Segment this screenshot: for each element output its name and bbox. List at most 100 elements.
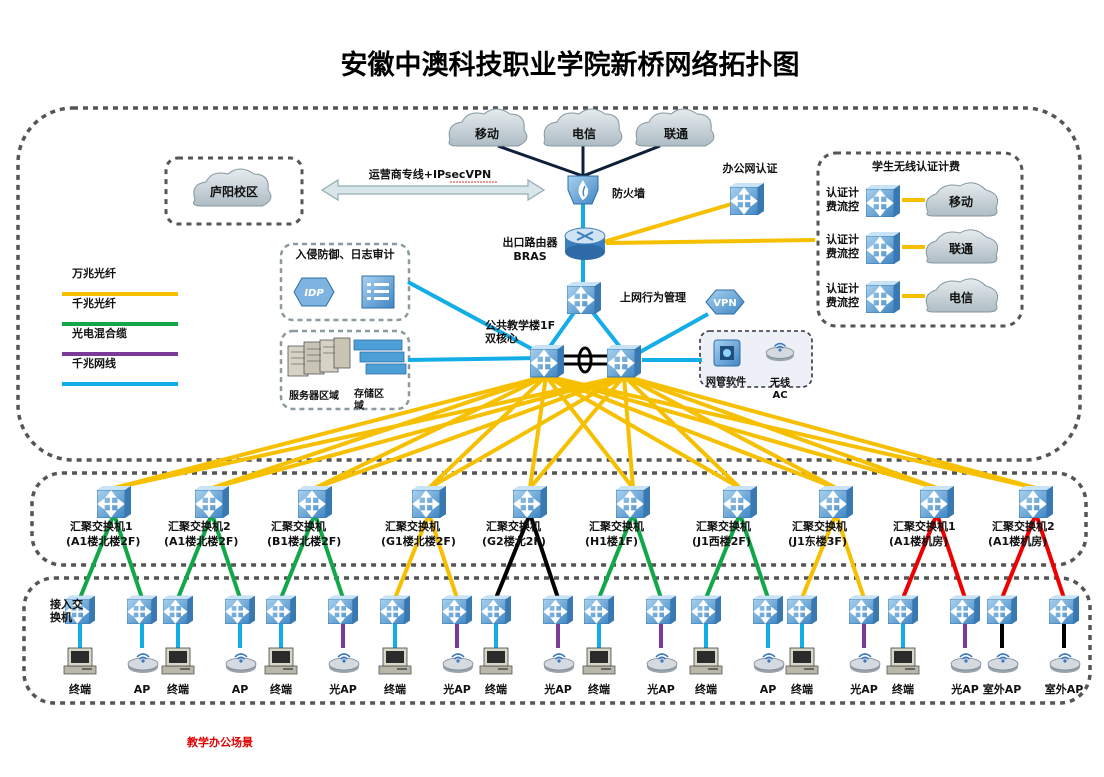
diagram-title: 安徽中澳科技职业学院新桥网络拓扑图 xyxy=(341,49,800,81)
links-layer xyxy=(78,144,1066,648)
billing-cloud: 电信 xyxy=(925,278,999,313)
idp-device: IDP xyxy=(293,277,335,307)
aggregation-label-line1: 汇聚交换机 xyxy=(385,519,440,533)
aggregation-label-line2: (J1东楼3F) xyxy=(788,534,847,548)
terminal-pc-icon xyxy=(63,647,97,675)
link-agg-access xyxy=(834,513,866,599)
endpoint-label: AP xyxy=(134,683,151,696)
endpoint-label: 光AP xyxy=(950,682,979,696)
access-switch xyxy=(646,594,676,624)
cloud-mobile-label: 移动 xyxy=(475,126,499,141)
link-agg-access xyxy=(112,513,144,599)
stack-cable-ring xyxy=(577,346,593,374)
storage-label-1: 存储区 xyxy=(354,387,384,400)
behavior-mgmt-label: 上网行为管理 xyxy=(620,290,686,304)
endpoint-label: 光AP xyxy=(442,682,471,696)
link-mobile-firewall xyxy=(497,144,584,178)
link-agg-access xyxy=(494,513,532,599)
aggregation-label-line1: 汇聚交换机 xyxy=(589,519,644,533)
legend-label: 光电混合缆 xyxy=(71,326,127,340)
aggregation-label-line2: (A1楼北楼2F) xyxy=(164,534,238,548)
server-area-label: 服务器区域 xyxy=(289,389,339,402)
aggregation-label-line2: (J1西楼2F) xyxy=(692,534,751,548)
link-core2-agg xyxy=(623,374,1037,490)
billing-rows: 认证计费流控移动认证计费流控联通认证计费流控电信 xyxy=(826,182,999,313)
legend-label: 千兆网线 xyxy=(72,356,116,370)
endpoint-label: 光AP xyxy=(328,682,357,696)
core-switch-label-2: 双核心 xyxy=(485,331,518,345)
link-agg-access xyxy=(738,513,770,599)
legend-label: 千兆光纤 xyxy=(72,296,116,310)
endpoint-label: 光AP xyxy=(543,682,572,696)
access-switch xyxy=(266,594,296,624)
endpoint-label: 室外AP xyxy=(983,682,1022,696)
billing-label-line2: 费流控 xyxy=(826,295,859,309)
access-switch xyxy=(163,594,193,624)
access-point-icon xyxy=(225,653,257,674)
aggregation-label-line1: 汇聚交换机 xyxy=(271,519,326,533)
access-switch xyxy=(950,594,980,624)
terminal-pc-icon xyxy=(886,647,920,675)
aggregation-label-line2: (A1楼机房) xyxy=(988,534,1047,548)
firewall-device xyxy=(567,175,599,205)
bras-label: BRAS xyxy=(513,250,546,263)
link-core2-agg xyxy=(314,374,625,490)
link-core2-agg xyxy=(211,374,625,490)
storage-label-2: 域 xyxy=(354,399,364,412)
link-core1-agg xyxy=(545,374,1037,490)
link-core1-agg xyxy=(528,375,548,489)
endpoint-label: 终端 xyxy=(791,682,813,696)
aggregation-switch xyxy=(513,484,547,518)
link-core1-agg xyxy=(314,374,547,490)
access-point-icon xyxy=(543,653,575,674)
access-switch xyxy=(481,594,511,624)
billing-label-line2: 费流控 xyxy=(826,246,859,260)
aggregation-label-line2: (A1楼北楼2F) xyxy=(66,534,140,548)
behavior-mgmt-switch xyxy=(567,280,601,314)
access-point-icon xyxy=(328,653,360,674)
cloud-unicom-label: 联通 xyxy=(664,126,688,141)
billing-label-line2: 费流控 xyxy=(826,199,859,213)
generated-links xyxy=(78,374,1066,648)
endpoint-label: 终端 xyxy=(69,682,91,696)
carrier-link-arrow xyxy=(320,178,546,202)
aggregation-switch xyxy=(1019,484,1053,518)
access-switch xyxy=(380,594,410,624)
endpoint-label: 终端 xyxy=(384,682,406,696)
aggregation-label-line2: (B1楼北楼2F) xyxy=(267,534,341,548)
endpoint-label: 终端 xyxy=(167,682,189,696)
access-switch xyxy=(849,594,879,624)
aggregation-label-line1: 汇聚交换机2 xyxy=(992,519,1055,533)
link-core2-agg xyxy=(113,374,625,490)
student-billing-box xyxy=(816,151,1024,328)
link-agg-access xyxy=(427,513,459,599)
link-datacenter-core xyxy=(407,356,541,362)
link-agg-access xyxy=(1000,513,1038,599)
endpoint-label: 终端 xyxy=(588,682,610,696)
endpoint-label: 光AP xyxy=(849,682,878,696)
access-point-icon xyxy=(646,653,678,674)
nms-label: 网管软件 xyxy=(706,375,746,388)
billing-label-line1: 认证计 xyxy=(826,232,859,246)
link-core1-agg xyxy=(113,374,547,490)
vpn-gateway: VPN xyxy=(705,289,745,315)
office-auth-label: 办公网认证 xyxy=(723,161,778,175)
access-switch xyxy=(127,594,157,624)
access-switch-label-2: 换机 xyxy=(50,610,72,624)
access-switch xyxy=(543,594,573,624)
cloud-telecom-label: 电信 xyxy=(572,126,596,141)
endpoint-label: AP xyxy=(760,683,777,696)
aggregation-switch xyxy=(920,484,954,518)
cloud-telecom: 电信 xyxy=(543,108,623,147)
terminal-pc-icon xyxy=(161,647,195,675)
aggregation-switch xyxy=(195,484,229,518)
aggregation-label-line1: 汇聚交换机 xyxy=(792,519,847,533)
aggregation-label-line1: 汇聚交换机 xyxy=(696,519,751,533)
access-point-icon xyxy=(753,653,785,674)
terminal-pc-icon xyxy=(785,647,819,675)
aggregation-label-line1: 汇聚交换机2 xyxy=(168,519,231,533)
log-audit-device xyxy=(361,275,395,309)
